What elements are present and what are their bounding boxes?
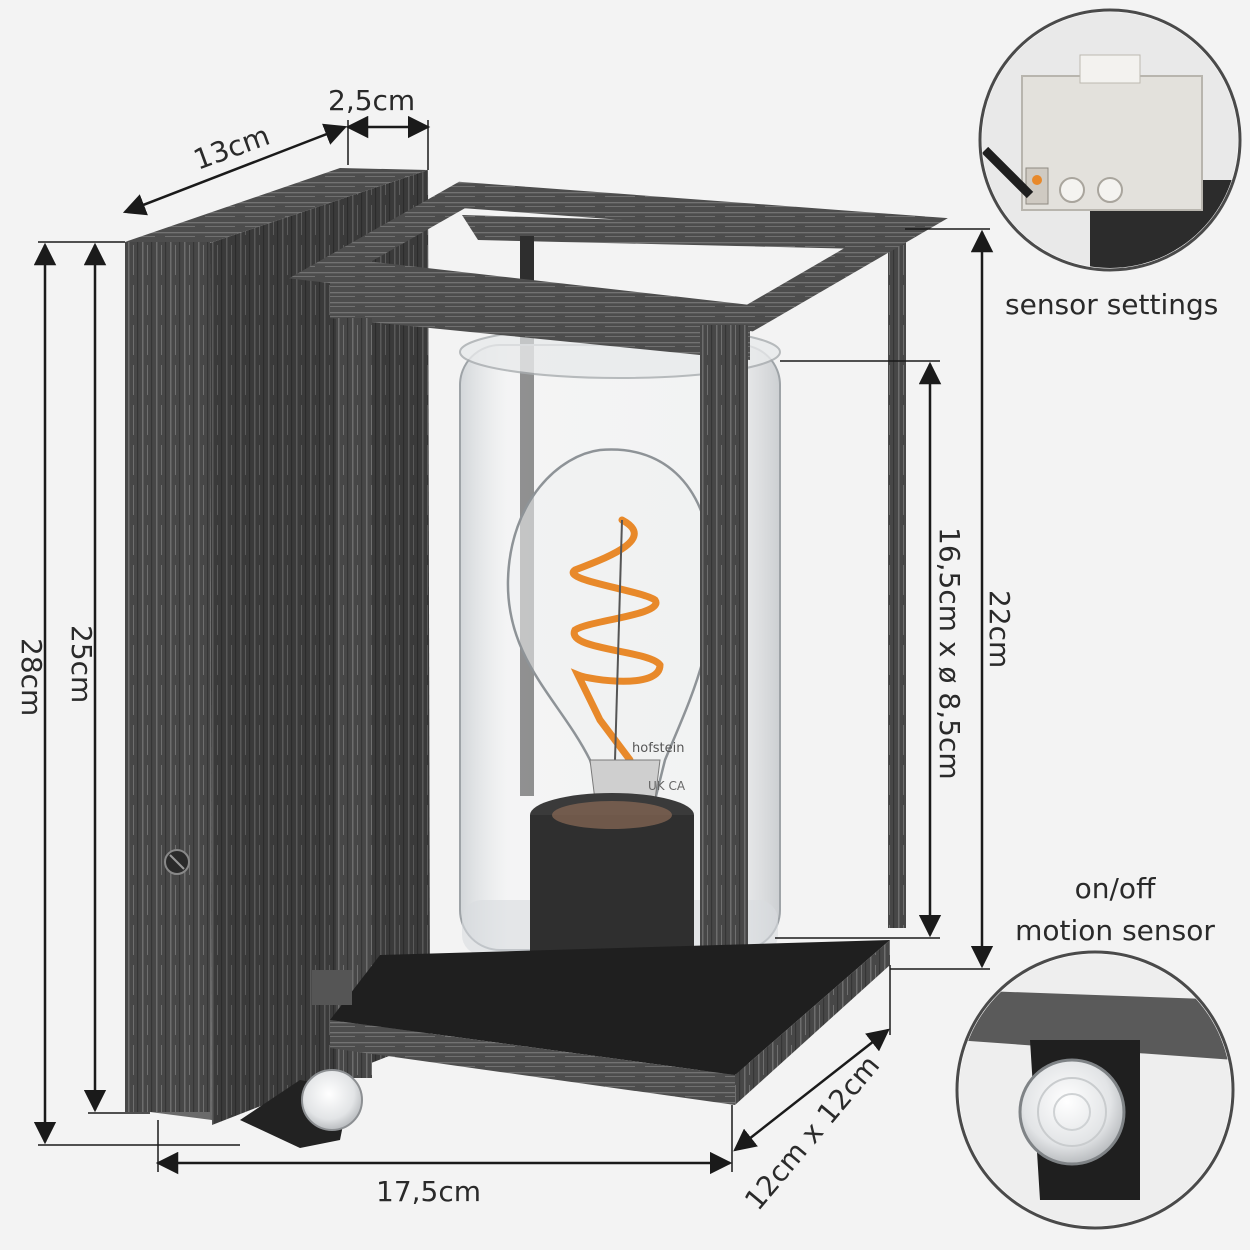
wall-backplate [125,168,430,1125]
label-depth: 13cm [189,119,274,177]
bulb-brand-print: hofstein [632,741,685,756]
dimension-lines [33,115,994,1175]
filament-spiral [569,516,664,764]
bulb-mark-print: UK CA [648,779,686,793]
inset-motion-sensor [955,950,1235,1230]
label-backplate-height: 25cm [65,625,98,703]
label-total-height: 28cm [15,638,48,716]
label-frame-height: 22cm [983,590,1016,668]
inset-sensor-settings [978,8,1242,272]
motion-sensor [240,1069,363,1148]
light-bulb: hofstein UK CA [506,448,715,822]
caption-sensor-settings: sensor settings [1005,288,1218,321]
caption-motion-sensor-line1: on/off [1075,872,1156,905]
caption-motion-sensor-line2: motion sensor [1015,914,1215,947]
label-backplate-thickness: 2,5cm [328,84,415,117]
label-glass-size: 16,5cm x ø 8,5cm [933,527,966,780]
label-total-depth: 17,5cm [376,1175,481,1208]
